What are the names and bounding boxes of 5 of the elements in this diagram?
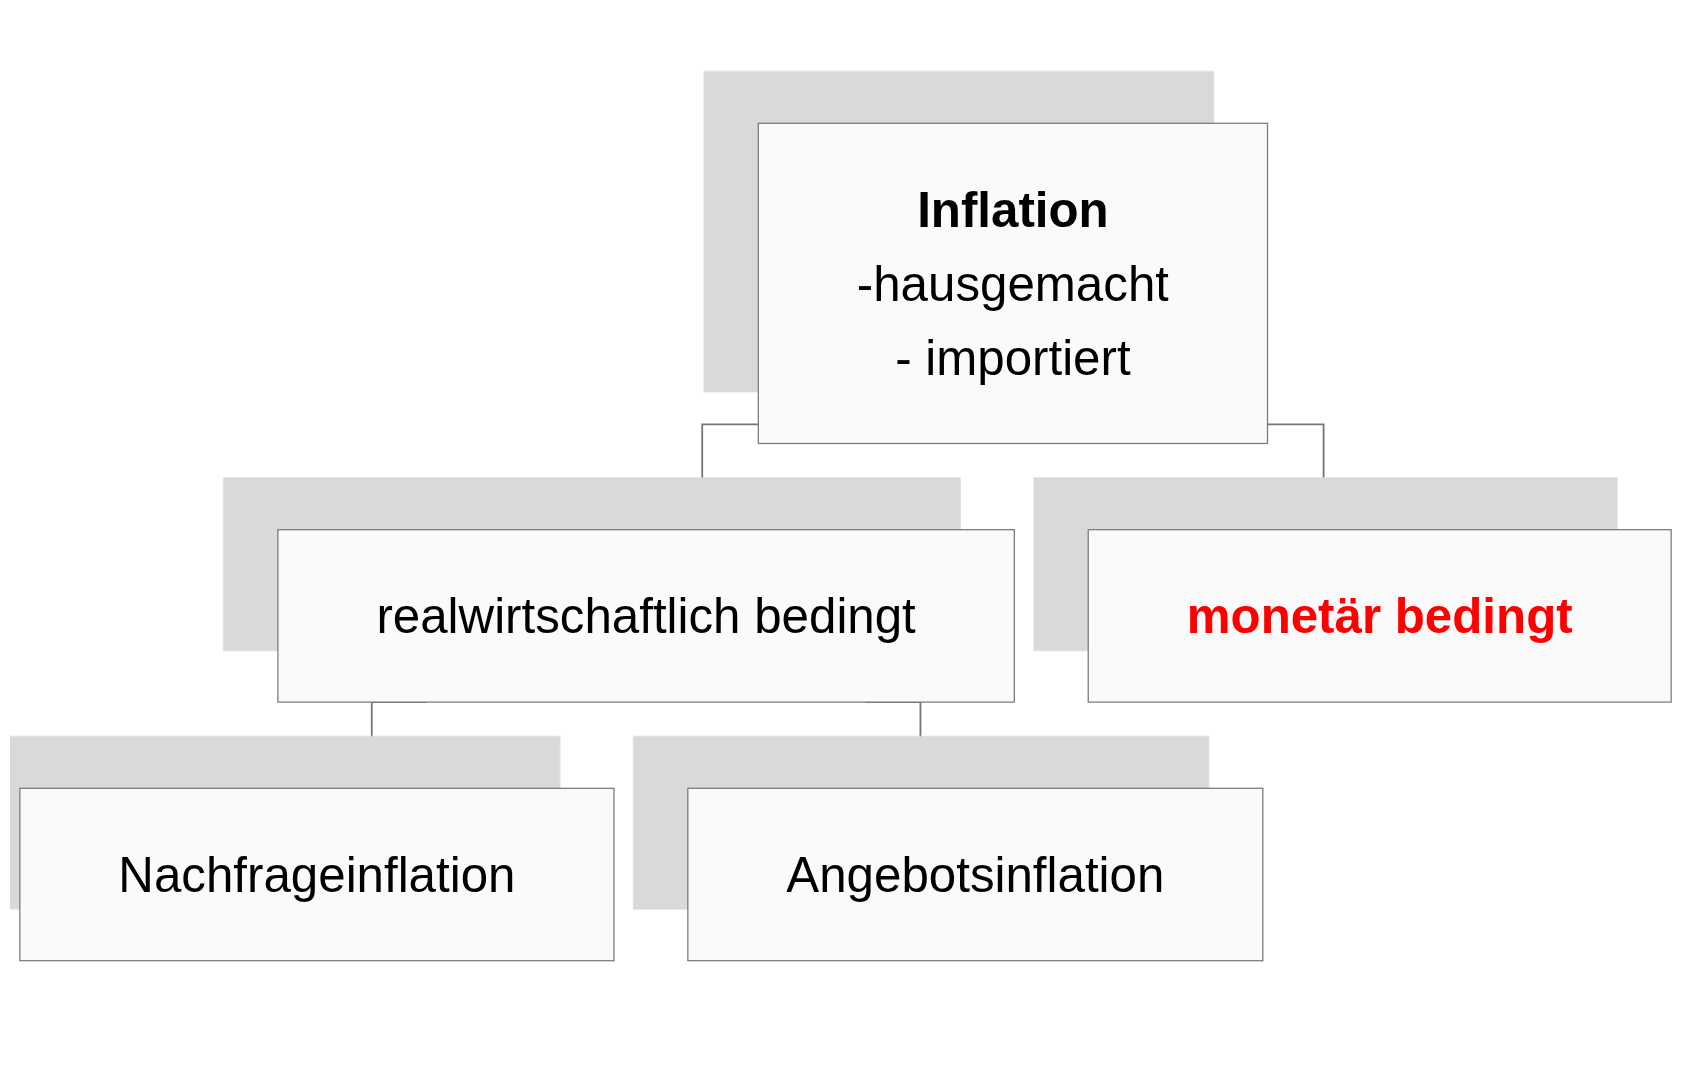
node-box: realwirtschaftlich bedingt <box>277 529 1015 703</box>
node-box: monetär bedingt <box>1087 529 1672 703</box>
node-box: Inflation -hausgemacht - importiert <box>757 122 1269 445</box>
node-box: Angebotsinflation <box>687 787 1264 962</box>
node-box: Nachfrageinflation <box>19 787 615 962</box>
